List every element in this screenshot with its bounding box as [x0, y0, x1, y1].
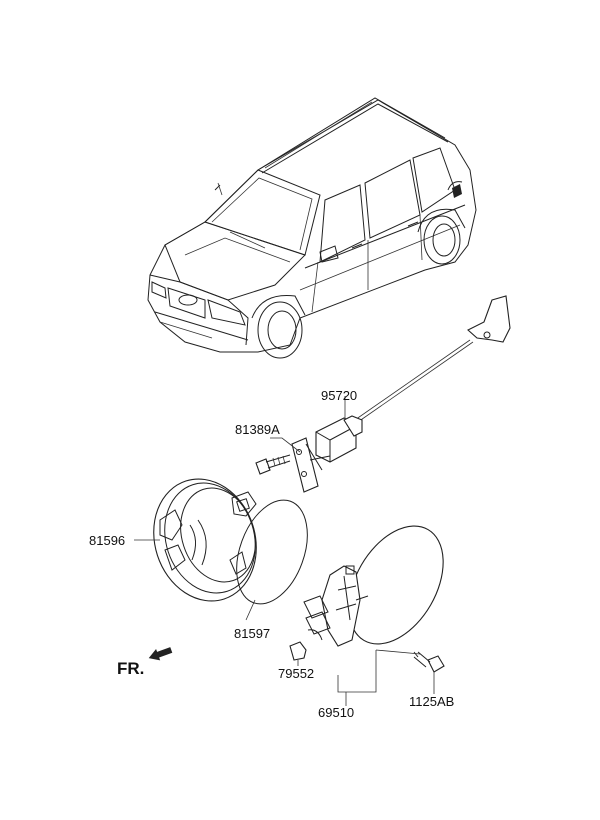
vehicle-illustration — [147, 97, 477, 359]
label-79552: 79552 — [278, 666, 314, 681]
label-81389A: 81389A — [235, 422, 280, 437]
label-69510: 69510 — [318, 705, 354, 720]
fuel-door-actuator-part — [291, 415, 363, 493]
bolt-part-1125AB — [413, 651, 445, 673]
label-1125AB: 1125AB — [409, 694, 454, 709]
rubber-bumper-part — [289, 641, 307, 661]
fuel-door-marker — [452, 184, 462, 198]
screw-part-81389A — [255, 454, 291, 475]
label-95720: 95720 — [321, 388, 357, 403]
release-lever-bracket — [467, 295, 511, 343]
fuel-filler-door-part — [303, 525, 444, 647]
label-81597: 81597 — [234, 626, 270, 641]
label-81596: 81596 — [89, 533, 125, 548]
front-arrow-icon — [148, 647, 173, 661]
front-direction-indicator: FR. — [117, 647, 173, 678]
leader-lines — [134, 396, 435, 706]
front-direction-label: FR. — [117, 659, 144, 678]
release-cable — [351, 339, 471, 423]
filler-neck-housing-part — [153, 478, 257, 602]
